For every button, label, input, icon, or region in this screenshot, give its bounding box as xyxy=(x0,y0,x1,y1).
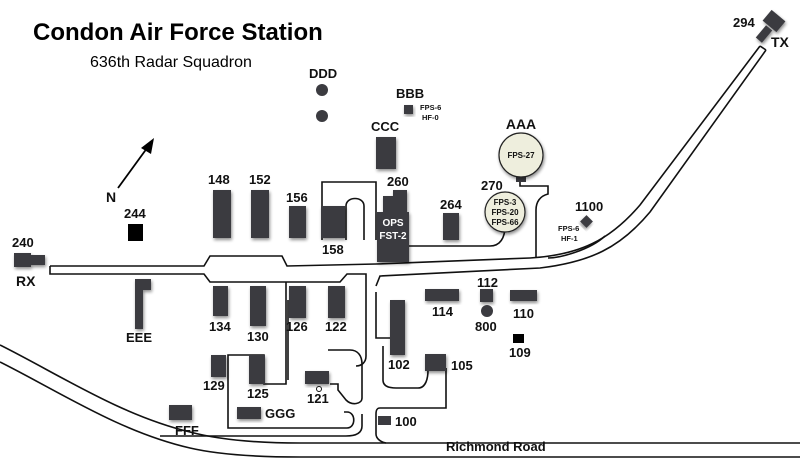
label-260: 260 xyxy=(387,174,409,189)
r270-radar-2: FPS-20 xyxy=(491,208,519,217)
roads xyxy=(0,45,800,458)
label-244: 244 xyxy=(124,206,146,221)
road-102-west xyxy=(375,292,392,339)
building-800[interactable] xyxy=(481,305,493,317)
radome-aaa[interactable] xyxy=(498,132,544,178)
building-240[interactable] xyxy=(14,253,45,267)
label-126: 126 xyxy=(286,319,308,334)
building-260-ops[interactable] xyxy=(377,190,409,262)
building-110[interactable] xyxy=(510,290,537,301)
building-ddd-south[interactable] xyxy=(316,110,328,122)
building-102[interactable] xyxy=(390,300,405,355)
richmond-road-top-edge xyxy=(0,344,800,444)
building-264[interactable] xyxy=(443,213,459,240)
marker-121 xyxy=(316,386,322,392)
building-fff[interactable] xyxy=(169,405,192,420)
label-152: 152 xyxy=(249,172,271,187)
label-bbb: BBB xyxy=(396,86,424,101)
building-244[interactable] xyxy=(128,224,143,241)
building-122[interactable] xyxy=(328,286,345,318)
label-1100: 1100 xyxy=(575,199,603,214)
label-158: 158 xyxy=(322,242,344,257)
building-100[interactable] xyxy=(378,416,391,425)
label-ccc: CCC xyxy=(371,119,400,134)
label-102: 102 xyxy=(388,357,410,372)
label-100: 100 xyxy=(395,414,417,429)
building-ggg[interactable] xyxy=(237,407,261,419)
label-rx: RX xyxy=(16,273,36,289)
building-294[interactable] xyxy=(755,9,786,43)
building-158[interactable] xyxy=(321,206,345,238)
bbb-radar-1: FPS-6 xyxy=(420,103,441,112)
map-subtitle: 636th Radar Squadron xyxy=(90,54,252,71)
label-134: 134 xyxy=(209,319,231,334)
road-1100 xyxy=(547,235,606,259)
label-240: 240 xyxy=(12,235,34,250)
b1100-radar-2: HF-1 xyxy=(561,234,578,243)
label-156: 156 xyxy=(286,190,308,205)
label-fst-2: FST-2 xyxy=(379,231,407,242)
aaa-base xyxy=(516,176,526,182)
road-label-richmond: Richmond Road xyxy=(446,439,546,454)
label-122: 122 xyxy=(325,319,347,334)
building-112[interactable] xyxy=(480,289,493,302)
building-ccc[interactable] xyxy=(376,137,396,169)
building-148[interactable] xyxy=(213,190,231,238)
r270-radar-1: FPS-3 xyxy=(494,198,517,207)
building-bbb[interactable] xyxy=(404,105,413,114)
label-ddd: DDD xyxy=(309,66,337,81)
east-road-north xyxy=(375,45,761,265)
label-ggg: GGG xyxy=(265,406,295,421)
building-eee[interactable] xyxy=(135,279,151,329)
label-fff: FFF xyxy=(175,423,199,438)
building-1100[interactable] xyxy=(580,215,593,228)
label-800: 800 xyxy=(475,319,497,334)
building-130[interactable] xyxy=(250,286,266,326)
building-156[interactable] xyxy=(289,206,306,238)
building-134[interactable] xyxy=(213,286,228,316)
building-152[interactable] xyxy=(251,190,269,238)
east-road-south xyxy=(375,49,767,287)
label-112: 112 xyxy=(477,275,498,290)
label-125: 125 xyxy=(247,386,269,401)
main-road-north xyxy=(50,255,377,267)
building-129[interactable] xyxy=(211,355,226,377)
road-aaa xyxy=(519,180,549,258)
label-270: 270 xyxy=(481,178,503,193)
building-121[interactable] xyxy=(305,371,329,384)
b1100-radar-1: FPS-6 xyxy=(558,224,579,233)
label-ops: OPS xyxy=(382,218,403,229)
label-109: 109 xyxy=(509,345,531,360)
richmond-road-bottom-edge xyxy=(0,361,800,458)
building-114[interactable] xyxy=(425,289,459,301)
label-148: 148 xyxy=(208,172,230,187)
label-294: 294 xyxy=(733,15,755,30)
label-tx: TX xyxy=(771,34,790,50)
label-aaa: AAA xyxy=(506,116,536,132)
label-121: 121 xyxy=(307,391,329,406)
radome-270[interactable] xyxy=(484,191,526,233)
building-125[interactable] xyxy=(249,355,265,384)
main-road-south xyxy=(49,266,367,367)
label-105: 105 xyxy=(451,358,473,373)
label-264: 264 xyxy=(440,197,462,212)
building-126[interactable] xyxy=(289,286,306,318)
label-114: 114 xyxy=(432,304,454,319)
north-arrow-icon xyxy=(117,138,154,189)
label-129: 129 xyxy=(203,378,225,393)
label-110: 110 xyxy=(513,306,534,321)
building-109[interactable] xyxy=(513,334,524,343)
bbb-radar-2: HF-0 xyxy=(422,113,439,122)
north-label: N xyxy=(106,189,116,205)
road-105 xyxy=(375,368,447,444)
label-130: 130 xyxy=(247,329,269,344)
building-105[interactable] xyxy=(425,354,446,371)
aaa-radar-1: FPS-27 xyxy=(507,151,535,160)
road-102-south xyxy=(382,346,429,389)
building-ddd-north[interactable] xyxy=(316,84,328,96)
r270-radar-3: FPS-66 xyxy=(491,218,519,227)
map-title: Condon Air Force Station xyxy=(33,19,323,46)
label-eee: EEE xyxy=(126,330,152,345)
loop-121 xyxy=(328,349,363,405)
